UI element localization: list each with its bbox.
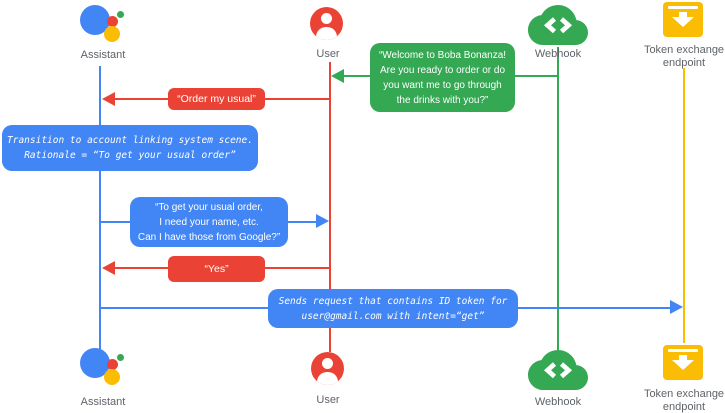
message-line: “To get your usual order, (155, 202, 263, 213)
webhook-icon (528, 350, 588, 390)
send-request-box: Sends request that contains ID token for… (268, 289, 518, 328)
token-icon-arrow-stem (679, 12, 687, 18)
user-icon (310, 7, 343, 40)
token-endpoint-label-line1: Token exchange (643, 44, 725, 56)
token-endpoint-icon (663, 2, 703, 37)
message-line: you want me to go through (383, 80, 502, 91)
message-line: “Yes” (204, 263, 229, 275)
webhook-lifeline (557, 47, 559, 350)
user-icon-head (321, 13, 332, 24)
token-endpoint-label-line2: endpoint (662, 401, 706, 413)
assistant-icon (78, 346, 128, 388)
webhook-label-bottom: Webhook (534, 396, 582, 408)
order-arrowhead (102, 92, 115, 106)
assistant-red-dot (107, 16, 118, 27)
welcome-arrowhead (331, 69, 344, 83)
user-label-top: User (316, 48, 340, 60)
note-line: Rationale = “To get your usual order” (24, 150, 236, 161)
token-endpoint-label-bottom: Token exchange endpoint (634, 388, 725, 413)
token-icon-slot (668, 349, 698, 352)
message-line: the drinks with you?” (396, 95, 489, 106)
assistant-label-top: Assistant (80, 49, 126, 61)
message-line: I need your name, etc. (159, 217, 259, 228)
assistant-green-dot (117, 354, 124, 361)
token-icon-arrow-head (672, 17, 694, 27)
message-line: “Order my usual” (177, 93, 256, 105)
user-label-bottom: User (316, 394, 340, 406)
note-line: Transition to account linking system sce… (7, 135, 253, 146)
webhook-icon (528, 5, 588, 45)
token-endpoint-label-line2: endpoint (662, 57, 706, 69)
note-line: user@gmail.com with intent=“get” (301, 311, 485, 322)
assistant-yellow-dot (104, 26, 120, 42)
assistant-lifeline (99, 66, 101, 350)
token-icon-arrow-stem (679, 355, 687, 361)
token-icon-slot (668, 6, 698, 9)
message-line: Are you ready to order or do (379, 65, 506, 76)
assistant-green-dot (117, 11, 124, 18)
token-endpoint-lifeline (683, 68, 685, 343)
token-endpoint-icon (663, 345, 703, 380)
user-lifeline (329, 62, 331, 352)
token-endpoint-label-line1: Token exchange (643, 388, 725, 400)
user-icon (311, 352, 344, 385)
welcome-message-bubble: “Welcome to Boba Bonanza! Are you ready … (370, 43, 515, 112)
user-icon-body (317, 372, 338, 385)
transition-note-box: Transition to account linking system sce… (2, 125, 258, 171)
note-line: Sends request that contains ID token for (278, 296, 508, 307)
send-request-arrowhead (670, 300, 683, 314)
yes-arrowhead (102, 261, 115, 275)
user-icon-head (322, 358, 333, 369)
message-line: Can I have those from Google?” (137, 232, 281, 243)
token-icon-arrow-head (672, 360, 694, 370)
webhook-label-top: Webhook (534, 48, 582, 60)
user-icon-body (316, 27, 337, 40)
assistant-yellow-dot (104, 369, 120, 385)
assistant-red-dot (107, 359, 118, 370)
order-my-usual-bubble: “Order my usual” (168, 88, 265, 110)
yes-bubble: “Yes” (168, 256, 265, 282)
assistant-icon (78, 3, 128, 45)
message-line: “Welcome to Boba Bonanza! (378, 50, 507, 61)
token-endpoint-label-top: Token exchange endpoint (634, 44, 725, 70)
assistant-label-bottom: Assistant (80, 396, 126, 408)
request-info-arrowhead (316, 214, 329, 228)
request-info-bubble: “To get your usual order, I need your na… (130, 197, 288, 247)
